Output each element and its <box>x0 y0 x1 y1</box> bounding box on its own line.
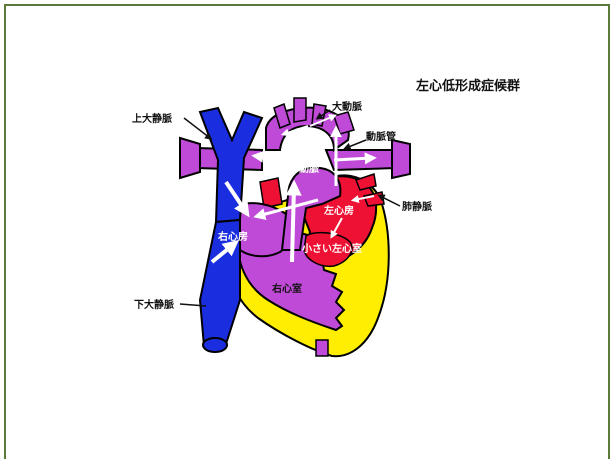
flow-arrow-pa-right <box>334 158 372 160</box>
label-svc: 上大静脈 <box>132 112 172 125</box>
label-small-left-ventricle: 小さい左心室 <box>301 242 362 255</box>
label-pulmonary-vein: 肺静脈 <box>402 200 432 213</box>
pulmonary-branch-end-left <box>180 138 200 178</box>
pulmonary-branch-end-right <box>392 140 410 178</box>
label-right-ventricle: 右心室 <box>271 282 302 295</box>
head-vessel-2 <box>294 98 306 122</box>
label-left-atrium: 左心房 <box>323 204 354 217</box>
label-pulmonary-artery: 肺動脈 <box>289 162 319 175</box>
leader-ductus <box>346 140 366 148</box>
label-ivc: 下大静脈 <box>134 298 174 311</box>
ivc-opening <box>203 338 227 352</box>
label-right-atrium: 右心房 <box>217 230 248 243</box>
diagram-title: 左心低形成症候群 <box>416 78 520 94</box>
flow-arrow-up-pa <box>292 186 294 262</box>
descending-aorta-bottom <box>316 340 328 356</box>
label-aorta: 大動脈 <box>332 100 362 113</box>
label-ductus: 動脈管 <box>366 130 396 143</box>
